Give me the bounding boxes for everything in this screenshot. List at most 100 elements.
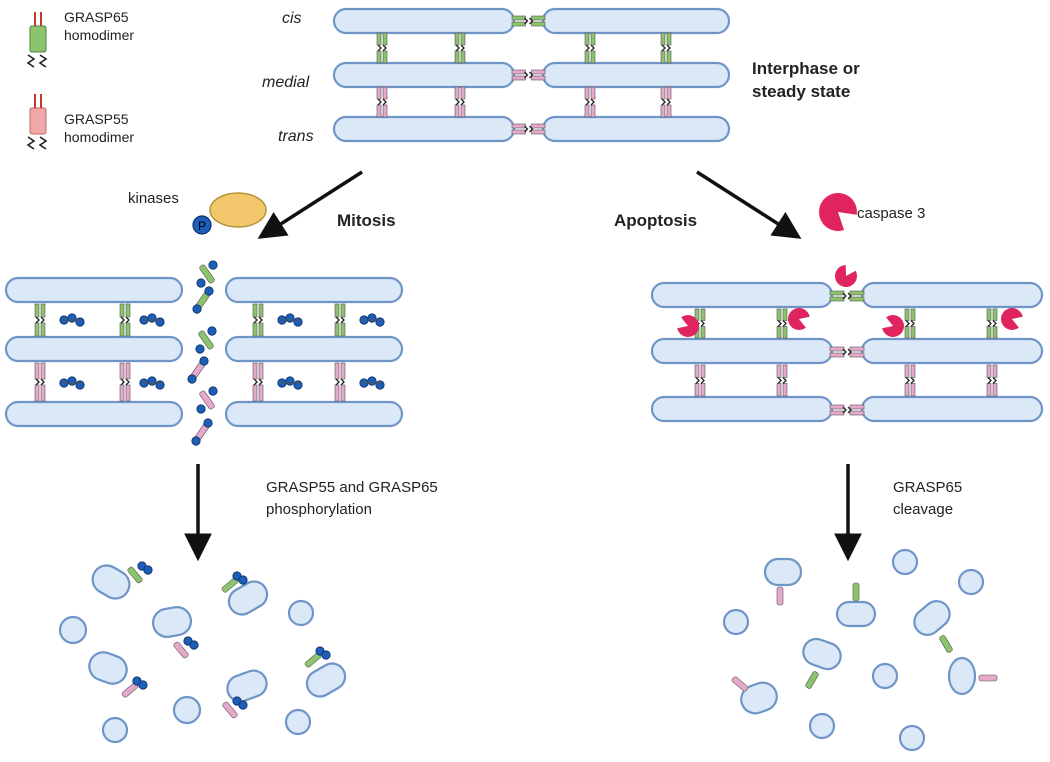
grasp-bar bbox=[531, 21, 546, 27]
phosphate-group bbox=[203, 418, 213, 428]
pdz-domain bbox=[524, 125, 534, 133]
grasp-bar bbox=[34, 362, 40, 380]
grasp55-tether bbox=[376, 86, 388, 118]
grasp-bar bbox=[694, 383, 700, 397]
pdz-domain bbox=[777, 320, 787, 327]
phosphate-group bbox=[155, 317, 165, 327]
caspase-3-bound bbox=[882, 315, 904, 337]
lateral-tether bbox=[829, 404, 865, 416]
cleaved-grasp bbox=[731, 676, 749, 692]
phosphate-group bbox=[367, 313, 377, 323]
pdz-zigzag bbox=[905, 377, 915, 384]
grasp-bar bbox=[584, 104, 590, 118]
pdz-zigzag bbox=[777, 320, 787, 327]
cisterna-right bbox=[860, 281, 1044, 309]
grasp55-tether bbox=[904, 364, 916, 397]
phosphate-group bbox=[138, 680, 148, 690]
legend-grasp55-name: GRASP55 bbox=[64, 111, 129, 127]
phosphorylated-grasp bbox=[127, 561, 153, 584]
phosphate-group bbox=[321, 650, 331, 660]
vesicle bbox=[172, 695, 202, 725]
grasp-bar bbox=[666, 32, 672, 46]
vesicle-elongated bbox=[802, 637, 842, 671]
grasp65-tether bbox=[454, 32, 466, 64]
grasp-bar bbox=[382, 50, 388, 64]
grasp-bar bbox=[460, 32, 466, 46]
grasp-bar bbox=[119, 384, 125, 402]
cisterna-left bbox=[650, 281, 834, 309]
vesicle bbox=[284, 708, 312, 736]
grasp-bar bbox=[910, 308, 916, 321]
grasp-bar bbox=[776, 383, 782, 397]
pdz-domain bbox=[35, 378, 45, 386]
grasp-bar bbox=[222, 701, 238, 719]
pdz-domain bbox=[335, 316, 345, 324]
grasp-bar bbox=[910, 326, 916, 339]
grasp-bar bbox=[590, 104, 596, 118]
grasp-bar bbox=[910, 364, 916, 378]
grasp-bar bbox=[849, 290, 865, 296]
pdz-domain bbox=[842, 292, 852, 300]
grasp-bar bbox=[782, 326, 788, 339]
cis-label: cis bbox=[282, 10, 302, 27]
grasp-bar bbox=[660, 104, 666, 118]
interphase-golgi-stack bbox=[332, 7, 731, 143]
legend-grasp55-icon bbox=[29, 94, 47, 135]
phosphate-group bbox=[285, 376, 295, 386]
phosphate-group bbox=[67, 313, 77, 323]
pdz-zigzag bbox=[253, 378, 263, 386]
vesicle-elongated bbox=[305, 662, 347, 698]
caspase-3-bound bbox=[835, 265, 858, 287]
grasp65-body bbox=[29, 25, 47, 53]
cleaved-grasp bbox=[805, 671, 819, 689]
grasp-bar bbox=[776, 308, 782, 321]
trans-label: trans bbox=[278, 128, 314, 145]
pdz-zigzag bbox=[335, 378, 345, 386]
pdz-domain bbox=[120, 378, 130, 386]
grasp-bar bbox=[334, 303, 340, 318]
grasp-bar bbox=[782, 383, 788, 397]
grasp-bar bbox=[584, 86, 590, 100]
cisterna-left bbox=[332, 7, 516, 35]
grasp-bar bbox=[776, 586, 784, 606]
phosphate-icon-letter: P bbox=[198, 219, 206, 233]
grasp-bar bbox=[904, 383, 910, 397]
pdz-domain bbox=[842, 406, 852, 414]
vesicle-elongated bbox=[740, 681, 778, 715]
grasp-bar bbox=[700, 326, 706, 339]
released-tether bbox=[187, 356, 209, 384]
grasp-bar bbox=[198, 330, 214, 350]
grasp55-tether-phospho bbox=[34, 362, 46, 402]
pdz-zigzag bbox=[253, 316, 263, 324]
grasp-bar bbox=[34, 384, 40, 402]
pdz-domain bbox=[905, 377, 915, 384]
grasp-bar bbox=[119, 362, 125, 380]
pdz-domain bbox=[455, 44, 465, 52]
grasp-bar bbox=[382, 86, 388, 100]
vesicle bbox=[871, 662, 899, 690]
grasp65-tether bbox=[986, 308, 998, 339]
grasp55-tether bbox=[454, 86, 466, 118]
grasp-bar bbox=[382, 32, 388, 46]
cisterna-right bbox=[541, 61, 731, 89]
grasp-bar bbox=[511, 75, 526, 81]
grasp-bar bbox=[334, 384, 340, 402]
phosphate-group bbox=[196, 278, 206, 288]
grasp-bar bbox=[258, 362, 264, 380]
grasp55-tether bbox=[986, 364, 998, 397]
mitotic-vesicles bbox=[58, 561, 347, 744]
grasp-bar bbox=[258, 322, 264, 337]
grasp-bar bbox=[40, 384, 46, 402]
phosphate-group bbox=[207, 326, 217, 336]
grasp65-tether bbox=[776, 308, 788, 339]
apoptotic-golgi-stack bbox=[650, 265, 1044, 423]
grasp65-tether-phospho bbox=[119, 303, 131, 337]
kinase-icon: P bbox=[192, 192, 267, 235]
pdz-domain bbox=[661, 98, 671, 106]
grasp-bar bbox=[986, 383, 992, 397]
phosphate-group bbox=[191, 436, 201, 446]
pdz-zigzag bbox=[661, 44, 671, 52]
vesicle bbox=[808, 712, 836, 740]
pdz-zigzag bbox=[524, 125, 534, 133]
